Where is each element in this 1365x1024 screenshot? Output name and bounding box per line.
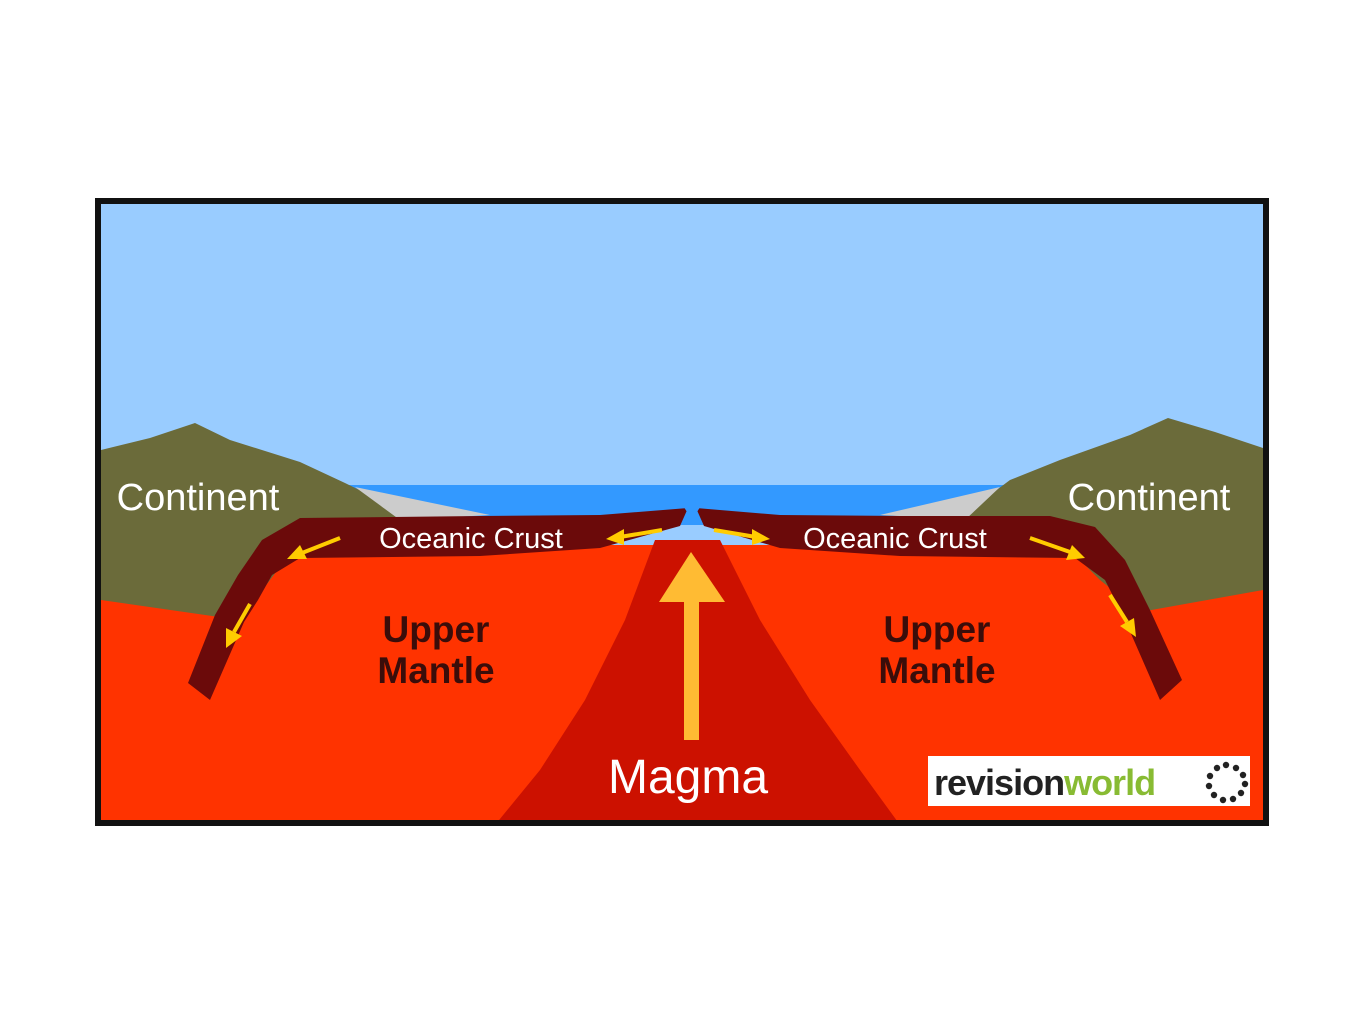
- continent-right: [950, 418, 1263, 612]
- arrow-icon: [606, 529, 624, 545]
- arrow-icon: [1108, 593, 1129, 624]
- arrow-icon: [1120, 618, 1136, 637]
- arrow-icon: [1029, 536, 1071, 554]
- upper-mantle-left-label-line2: Mantle: [377, 650, 494, 691]
- magma-label: Magma: [608, 751, 768, 804]
- plate-motion-arrows: [226, 528, 1136, 648]
- revisionworld-logo: revisionworld: [928, 756, 1250, 806]
- oceanic-crust-left: [188, 508, 688, 700]
- arrow-icon: [287, 545, 307, 559]
- oceanic-crust-right: [696, 508, 1182, 700]
- logo-part-revision: revision: [934, 762, 1064, 803]
- ridge-rift: [682, 500, 702, 520]
- sediment-right: [880, 487, 1000, 520]
- arrow-icon: [752, 529, 770, 545]
- upper-mantle-left-label-line1: Upper: [383, 609, 490, 650]
- arrow-up-icon: [659, 552, 725, 602]
- continent-left: [101, 423, 420, 620]
- logo-part-world: world: [1063, 762, 1155, 803]
- sediment-left: [355, 487, 490, 520]
- arrow-icon: [713, 528, 757, 539]
- arrow-icon: [232, 603, 252, 633]
- dotted-circle-icon: [1205, 761, 1249, 804]
- oceanic-crust-left-label: Oceanic Crust: [379, 523, 563, 555]
- magma-rise-arrow: [659, 552, 725, 740]
- upper-mantle-right-label-line1: Upper: [884, 609, 991, 650]
- continent-right-label: Continent: [1068, 477, 1231, 519]
- continent-left-label: Continent: [117, 477, 280, 519]
- upper-mantle-right-label-line2: Mantle: [878, 650, 995, 691]
- svg-text:revisionworld: revisionworld: [934, 762, 1155, 803]
- arrow-icon: [226, 628, 242, 648]
- arrow-icon: [619, 528, 663, 539]
- arrow-icon: [301, 536, 341, 555]
- arrow-icon: [1066, 545, 1085, 560]
- oceanic-crust-right-label: Oceanic Crust: [803, 523, 987, 555]
